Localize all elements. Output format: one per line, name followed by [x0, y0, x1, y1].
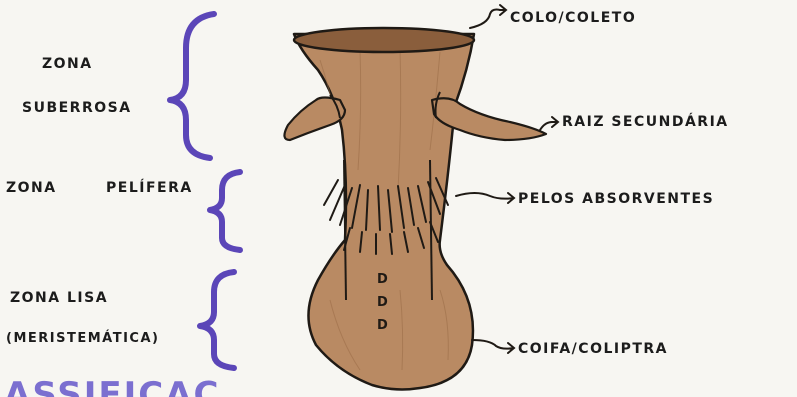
arrow-pelos	[456, 193, 514, 203]
arrow-coifa	[472, 340, 514, 353]
label-zona-pilifera-1: ZONA	[6, 180, 57, 196]
label-zona-suberosa-1: ZONA	[42, 56, 93, 72]
brace-suberosa	[170, 14, 214, 158]
label-colo: COLO/COLETO	[510, 10, 636, 26]
svg-text:D: D	[377, 295, 388, 310]
colo-opening	[294, 28, 474, 52]
label-zona-pilifera-2: PELÍFERA	[106, 179, 193, 196]
brace-pilifera	[210, 172, 240, 250]
arrow-colo	[470, 5, 506, 28]
label-zona-suberosa-2: SUBERROSA	[22, 100, 132, 116]
svg-text:D: D	[377, 272, 388, 287]
cut-off-heading: ASSIFICAÇ	[4, 375, 221, 397]
label-zona-lisa-2: (MERISTEMÁTICA)	[6, 330, 159, 346]
label-coifa: COIFA/COLIPTRA	[518, 341, 668, 357]
label-raiz-secundaria: RAIZ SECUNDÁRIA	[562, 113, 729, 130]
secondary-root-left	[284, 95, 345, 140]
meristem-marks: D D D	[377, 272, 388, 333]
arrow-raiz-secundaria	[540, 117, 558, 130]
label-pelos-absorventes: PELOS ABSORVENTES	[518, 191, 714, 207]
label-zona-lisa-1: ZONA LISA	[10, 290, 108, 306]
root-body	[294, 28, 474, 389]
brace-lisa	[200, 272, 234, 368]
svg-text:D: D	[377, 318, 388, 333]
